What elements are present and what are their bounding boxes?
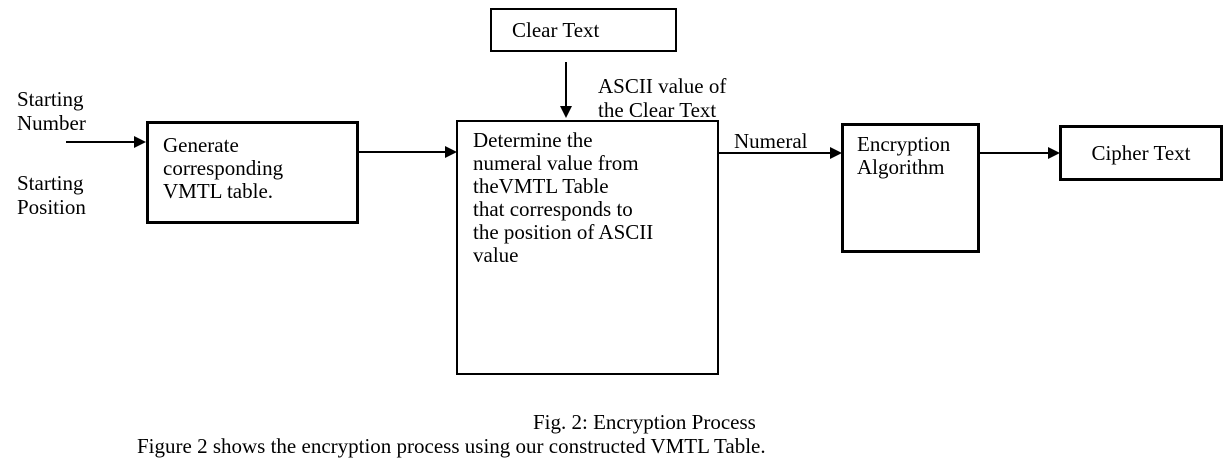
starting-position-line1: Starting xyxy=(17,171,84,195)
encryption-algorithm-node: Encryption Algorithm xyxy=(841,123,980,253)
generate-line2: corresponding xyxy=(163,156,284,180)
determine-line4: that corresponds to xyxy=(473,197,633,221)
generate-vmtl-table-node: Generate corresponding VMTL table. xyxy=(146,121,359,224)
determine-line2: numeral value from xyxy=(473,151,639,175)
starting-number-line2: Number xyxy=(17,111,86,135)
arrowhead-right xyxy=(134,136,146,148)
cipher-text-label: Cipher Text xyxy=(1091,140,1191,165)
starting-number-line1: Starting xyxy=(17,87,84,111)
generate-line1: Generate xyxy=(163,133,239,157)
arrow-shaft xyxy=(66,141,135,143)
encryption-line1: Encryption xyxy=(857,132,951,156)
figure-caption: Fig. 2: Encryption Process xyxy=(533,410,756,434)
determine-line1: Determine the xyxy=(473,128,593,152)
arrowhead-right xyxy=(1048,147,1060,159)
determine-line6: value xyxy=(473,243,519,267)
starting-position-label: Starting Position xyxy=(17,171,86,219)
arrow-shaft xyxy=(565,62,567,107)
ascii-value-label: ASCII value of the Clear Text xyxy=(598,74,726,122)
ascii-value-label-line1: ASCII value of xyxy=(598,74,727,98)
determine-numeral-value-node: Determine the numeral value from theVMTL… xyxy=(456,120,719,375)
starting-position-line2: Position xyxy=(17,195,86,219)
arrow-shaft xyxy=(359,151,446,153)
clear-text-label: Clear Text xyxy=(512,17,600,42)
cipher-text-node: Cipher Text xyxy=(1059,125,1223,181)
ascii-value-label-line2: the Clear Text xyxy=(598,98,717,122)
encryption-line2: Algorithm xyxy=(857,155,945,179)
clear-text-node: Clear Text xyxy=(490,8,677,52)
figure-description: Figure 2 shows the encryption process us… xyxy=(137,434,766,458)
determine-line3: theVMTL Table xyxy=(473,174,609,198)
starting-number-label: Starting Number xyxy=(17,87,86,135)
numeral-label: Numeral xyxy=(734,129,808,153)
generate-line3: VMTL table. xyxy=(163,179,274,203)
arrow-shaft xyxy=(980,152,1049,154)
determine-line5: the position of ASCII xyxy=(473,220,654,244)
arrowhead-right xyxy=(830,147,842,159)
arrow-shaft xyxy=(719,152,831,154)
arrowhead-right xyxy=(445,146,457,158)
arrowhead-down xyxy=(560,106,572,118)
